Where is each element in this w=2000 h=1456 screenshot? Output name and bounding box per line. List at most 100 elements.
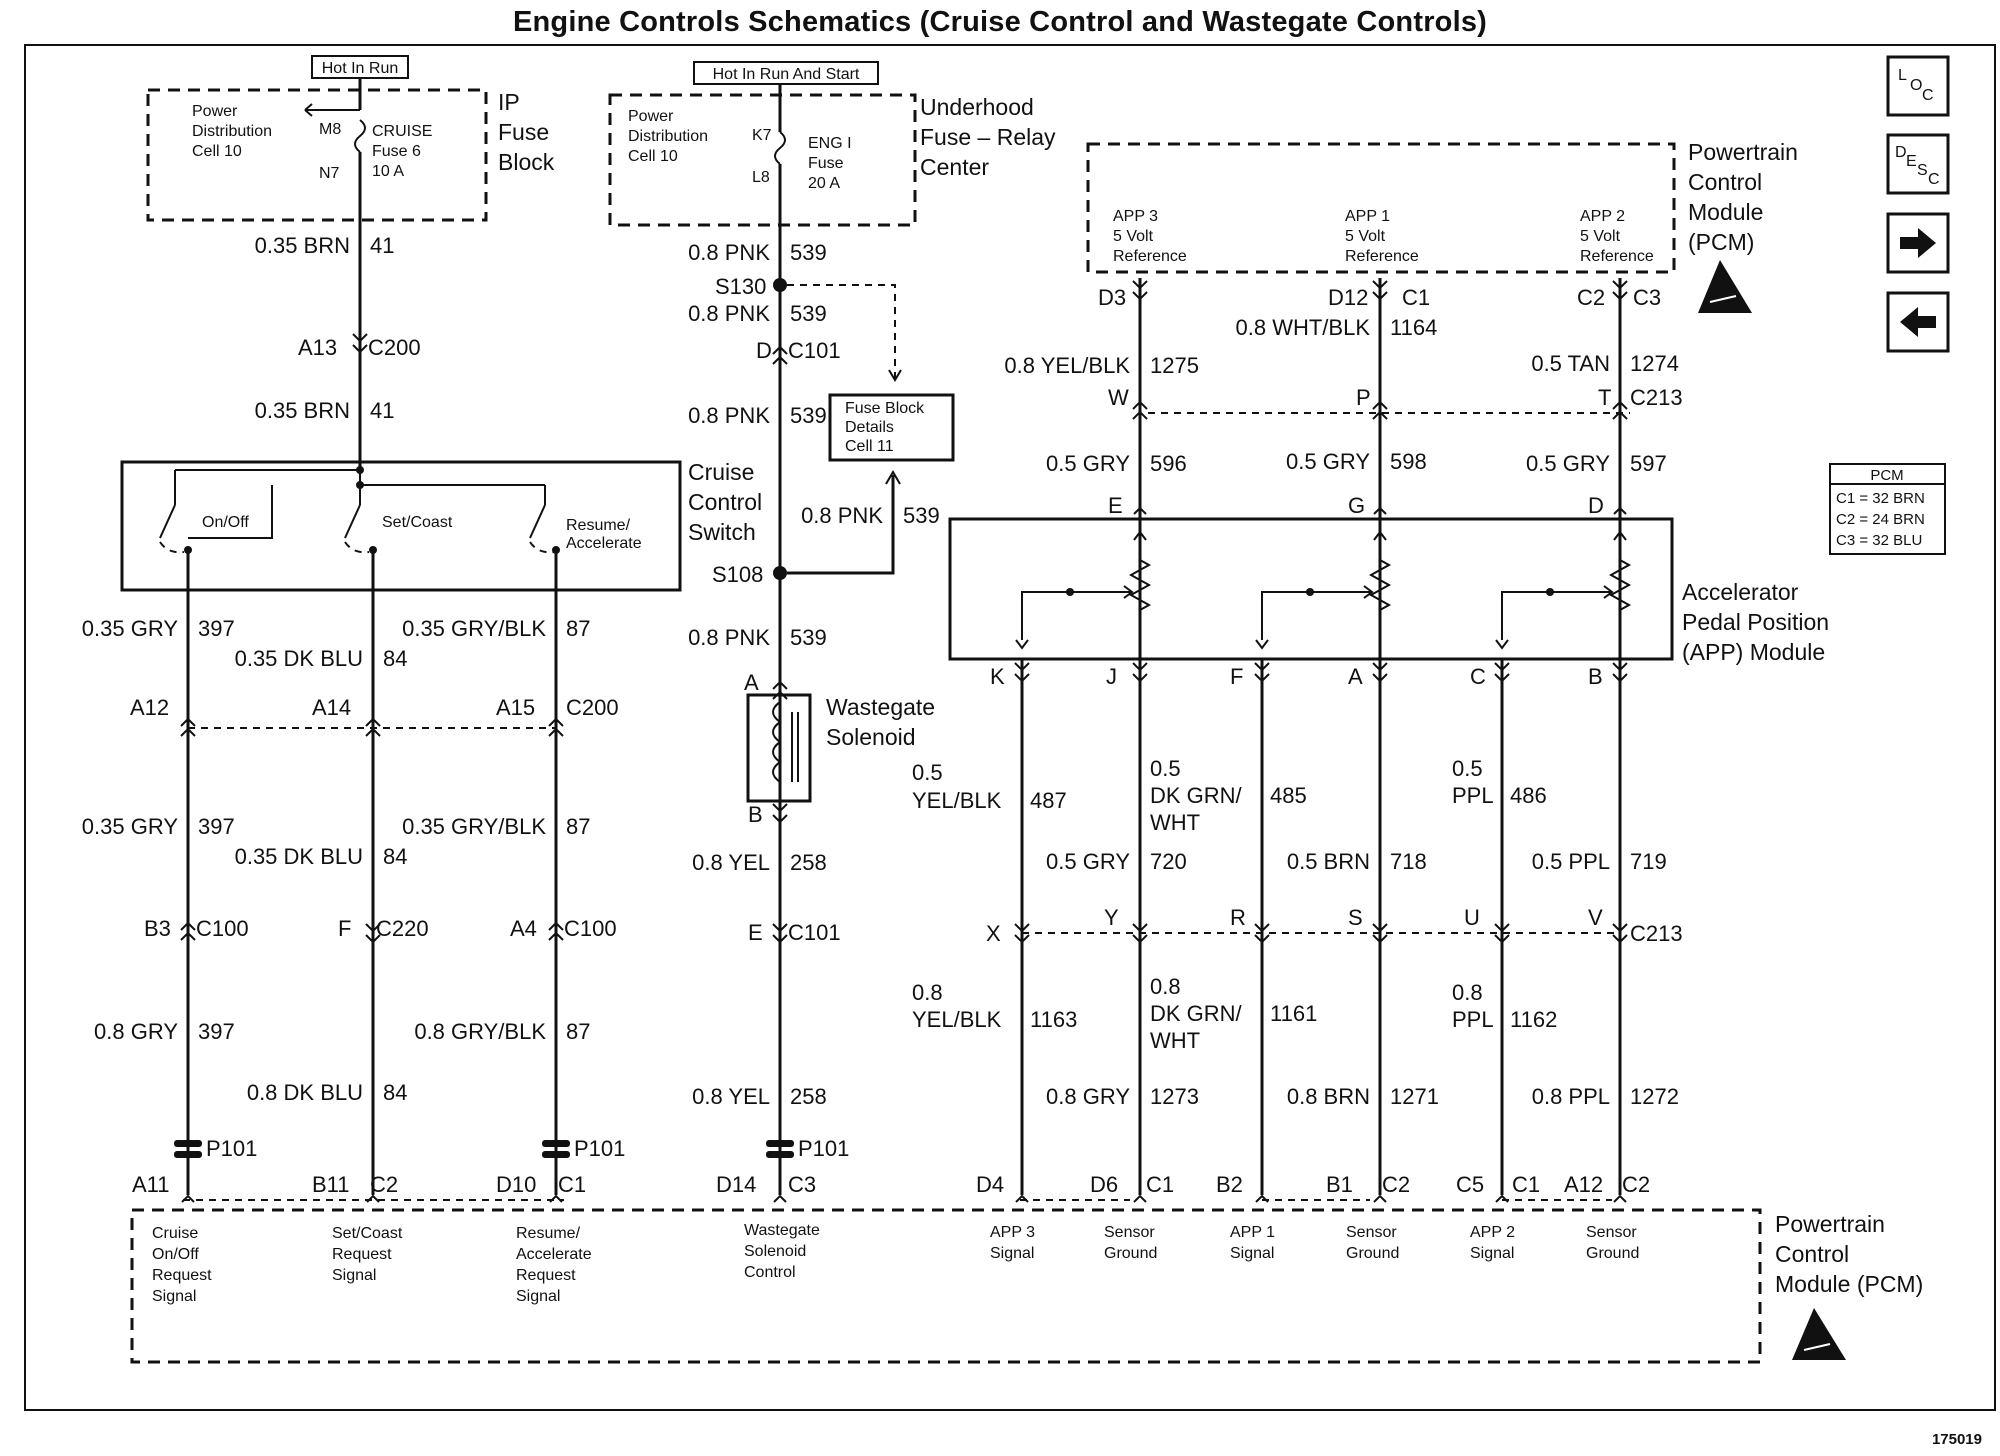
svg-text:Signal: Signal — [332, 1267, 376, 1284]
next-page-button[interactable] — [1886, 212, 1950, 274]
svg-text:Signal: Signal — [1230, 1245, 1274, 1262]
svg-text:41: 41 — [370, 233, 394, 258]
svg-text:Fuse: Fuse — [498, 119, 549, 145]
svg-text:Y: Y — [1104, 905, 1119, 930]
svg-text:0.5 GRY: 0.5 GRY — [1046, 451, 1130, 476]
svg-text:258: 258 — [790, 850, 827, 875]
svg-text:Signal: Signal — [516, 1288, 560, 1305]
svg-text:719: 719 — [1630, 849, 1667, 874]
svg-text:Accelerator: Accelerator — [1682, 579, 1799, 605]
svg-text:WHT: WHT — [1150, 810, 1200, 835]
svg-text:Details: Details — [845, 419, 894, 436]
svg-text:Signal: Signal — [990, 1245, 1034, 1262]
svg-text:C213: C213 — [1630, 921, 1683, 946]
svg-text:0.8 PPL: 0.8 PPL — [1532, 1084, 1610, 1109]
svg-text:Wastegate: Wastegate — [744, 1222, 820, 1239]
app-module: Accelerator Pedal Position (APP) Module … — [948, 493, 1829, 689]
svg-text:0.5 BRN: 0.5 BRN — [1287, 849, 1370, 874]
svg-text:0.8 PNK: 0.8 PNK — [688, 301, 770, 326]
svg-text:5 Volt: 5 Volt — [1345, 228, 1386, 245]
svg-text:0.8 PNK: 0.8 PNK — [688, 240, 770, 265]
svg-text:596: 596 — [1150, 451, 1187, 476]
svg-text:0.5: 0.5 — [1452, 756, 1483, 781]
svg-text:A13: A13 — [298, 335, 337, 360]
loc-button[interactable]: L O C — [1886, 55, 1950, 117]
page-title: Engine Controls Schematics (Cruise Contr… — [512, 6, 1488, 38]
svg-text:C: C — [1470, 664, 1486, 689]
svg-text:0.35 GRY/BLK: 0.35 GRY/BLK — [402, 814, 546, 839]
svg-text:Resume/: Resume/ — [516, 1225, 581, 1242]
svg-text:P: P — [1356, 385, 1371, 410]
svg-text:ENG I: ENG I — [808, 135, 852, 152]
svg-text:D12: D12 — [1328, 285, 1368, 310]
svg-text:C: C — [1922, 87, 1934, 104]
svg-text:A4: A4 — [510, 916, 537, 941]
svg-text:486: 486 — [1510, 783, 1547, 808]
svg-text:0.8 YEL: 0.8 YEL — [692, 850, 770, 875]
svg-text:B: B — [1588, 664, 1603, 689]
svg-text:S: S — [1917, 162, 1928, 179]
svg-text:DK GRN/: DK GRN/ — [1150, 783, 1243, 808]
svg-text:F: F — [338, 916, 351, 941]
svg-text:APP 1: APP 1 — [1345, 208, 1390, 225]
svg-text:20 A: 20 A — [808, 175, 840, 192]
svg-text:Wastegate: Wastegate — [826, 694, 935, 720]
svg-text:A12: A12 — [130, 695, 169, 720]
svg-text:C101: C101 — [788, 920, 841, 945]
svg-text:1272: 1272 — [1630, 1084, 1679, 1109]
svg-text:Block: Block — [498, 149, 555, 175]
svg-text:R: R — [1230, 905, 1246, 930]
cruise-control-switch: Cruise Control Switch On/Off Set/Coast R… — [120, 459, 762, 592]
svg-text:F: F — [1230, 664, 1243, 689]
svg-text:K7: K7 — [752, 127, 772, 144]
svg-text:Sensor: Sensor — [1586, 1224, 1637, 1241]
svg-text:C220: C220 — [376, 916, 429, 941]
next-arrow-icon — [1900, 228, 1936, 258]
svg-text:YEL/BLK: YEL/BLK — [912, 788, 1002, 813]
svg-text:C1: C1 — [558, 1172, 586, 1197]
svg-text:CRUISE: CRUISE — [372, 123, 432, 140]
svg-text:0.8 GRY: 0.8 GRY — [94, 1019, 178, 1044]
svg-text:0.5: 0.5 — [1150, 756, 1181, 781]
svg-text:0.8: 0.8 — [1150, 974, 1181, 999]
desc-button[interactable]: D E S C — [1886, 133, 1950, 195]
svg-text:O: O — [1910, 77, 1922, 94]
svg-text:C1: C1 — [1146, 1172, 1174, 1197]
svg-text:APP 2: APP 2 — [1580, 208, 1625, 225]
svg-text:0.8 YEL: 0.8 YEL — [692, 1084, 770, 1109]
svg-text:C100: C100 — [564, 916, 617, 941]
pcm-bottom-module: Powertrain Control Module (PCM) Cruise O… — [130, 1208, 1923, 1364]
svg-text:0.5 PPL: 0.5 PPL — [1532, 849, 1610, 874]
svg-text:Accelerate: Accelerate — [516, 1246, 592, 1263]
svg-text:598: 598 — [1390, 449, 1427, 474]
svg-text:0.35 DK BLU: 0.35 DK BLU — [235, 646, 363, 671]
connector-labels: A13 C200 A12 A14 A15 C200 B3 C100 F C220… — [130, 274, 849, 1161]
svg-text:Ground: Ground — [1586, 1245, 1639, 1262]
svg-text:Request: Request — [152, 1267, 212, 1284]
svg-text:Fuse Block: Fuse Block — [845, 400, 925, 417]
svg-text:0.5 GRY: 0.5 GRY — [1286, 449, 1370, 474]
svg-text:Fuse 6: Fuse 6 — [372, 143, 421, 160]
svg-text:C2: C2 — [1577, 285, 1605, 310]
svg-text:D: D — [756, 338, 772, 363]
svg-text:E: E — [1906, 153, 1917, 170]
svg-text:0.35 GRY: 0.35 GRY — [82, 814, 179, 839]
svg-text:V: V — [1588, 905, 1603, 930]
previous-page-button[interactable] — [1886, 291, 1950, 353]
svg-text:Fuse: Fuse — [808, 155, 844, 172]
svg-text:S130: S130 — [715, 274, 766, 299]
svg-text:Module: Module — [1688, 199, 1763, 225]
svg-text:718: 718 — [1390, 849, 1427, 874]
svg-text:Reference: Reference — [1580, 248, 1654, 265]
svg-text:X: X — [986, 921, 1001, 946]
svg-text:Distribution: Distribution — [192, 123, 272, 140]
wastegate-solenoid: Wastegate Solenoid A B — [744, 670, 935, 827]
svg-text:Ground: Ground — [1346, 1245, 1399, 1262]
svg-text:Cell 11: Cell 11 — [845, 438, 894, 455]
svg-text:U: U — [1464, 905, 1480, 930]
svg-text:Power: Power — [628, 108, 674, 125]
svg-text:PPL: PPL — [1452, 1007, 1494, 1032]
svg-text:C: C — [1928, 171, 1940, 188]
svg-text:539: 539 — [790, 625, 827, 650]
